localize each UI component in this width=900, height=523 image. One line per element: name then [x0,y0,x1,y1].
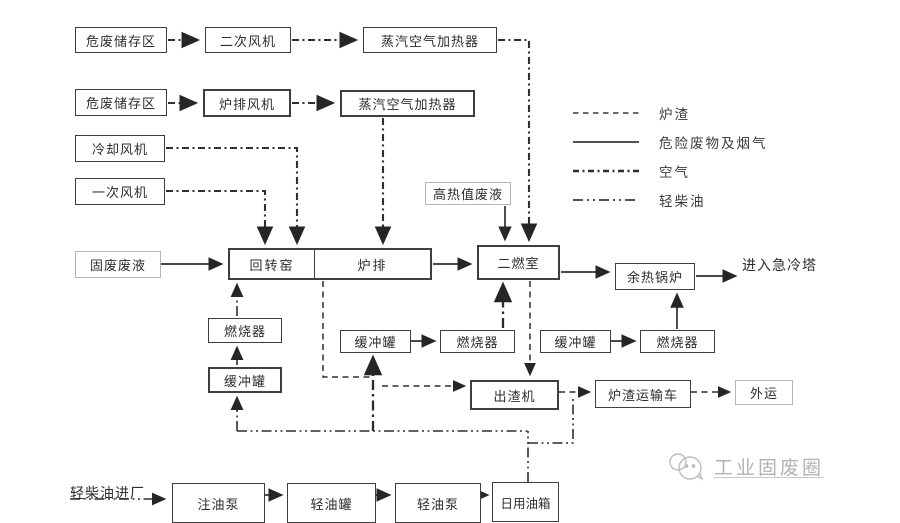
node-burner-mid: 燃烧器 [440,330,515,353]
node-grate: 炉排 [314,250,430,278]
node-inject-pump: 注油泵 [172,483,265,523]
legend-row-diesel: 轻柴油 [573,185,768,214]
legend-row-waste-gas: 危险废物及烟气 [573,127,768,156]
node-buffer-tank-right: 缓冲罐 [540,330,611,353]
watermark-text: 工业固废圈 [714,456,825,479]
legend-line-solid [573,140,639,143]
diesel-lines-bold [363,281,513,431]
node-secondary-fan: 二次风机 [205,27,291,53]
node-buffer-tank-mid: 缓冲罐 [340,330,411,353]
legend-label-air: 空气 [659,164,690,181]
diesel-lines [70,282,574,506]
watermark-mascot-icon [669,453,704,481]
node-light-oil-pump: 轻油泵 [395,483,481,523]
node-light-oil-tank: 轻油罐 [287,483,376,523]
legend-line-diesel [573,198,639,201]
label-to-quench-tower: 进入急冷塔 [742,258,817,274]
watermark: 工业固废圈 [664,449,824,483]
legend-line-air [573,169,639,172]
slag-lines [322,281,732,392]
node-steam-air-heater-2: 蒸汽空气加热器 [340,90,475,117]
air-lines [166,31,538,246]
legend-row-slag: 炉渣 [573,98,768,127]
node-high-heat-value-liquid: 高热值废液 [425,182,511,205]
legend-label-waste-gas: 危险废物及烟气 [659,135,768,152]
legend-line-slag [573,111,639,114]
node-solid-liquid-waste: 固废废液 [75,251,161,278]
node-primary-fan: 一次风机 [75,178,165,205]
node-hazwaste-storage-1: 危废储存区 [75,27,167,53]
legend: 炉渣 危险废物及烟气 空气 轻柴油 [573,98,768,214]
node-grate-fan: 炉排风机 [203,89,291,117]
node-slag-discharger: 出渣机 [470,380,559,410]
node-waste-heat-boiler: 余热锅炉 [615,263,695,290]
node-cooling-fan: 冷却风机 [75,135,165,162]
node-burner-left: 燃烧器 [208,318,282,343]
node-kiln-grate-combo: 回转窑 炉排 [228,248,432,280]
node-burner-right: 燃烧器 [640,330,715,353]
node-secondary-chamber: 二燃室 [477,245,560,280]
node-daily-oil-tank: 日用油箱 [492,482,559,522]
node-slag-truck: 炉渣运输车 [595,380,691,408]
legend-label-diesel: 轻柴油 [659,193,706,210]
node-buffer-tank-left: 缓冲罐 [208,367,282,393]
waste-flue-gas-lines [161,206,738,502]
node-steam-air-heater-1: 蒸汽空气加热器 [363,27,497,53]
node-rotary-kiln: 回转窑 [249,258,295,274]
node-outbound: 外运 [735,380,793,405]
legend-label-slag: 炉渣 [659,106,690,123]
node-hazwaste-storage-2: 危废储存区 [75,89,167,116]
label-diesel-inbound: 轻柴油进厂 [70,486,145,502]
legend-row-air: 空气 [573,156,768,185]
